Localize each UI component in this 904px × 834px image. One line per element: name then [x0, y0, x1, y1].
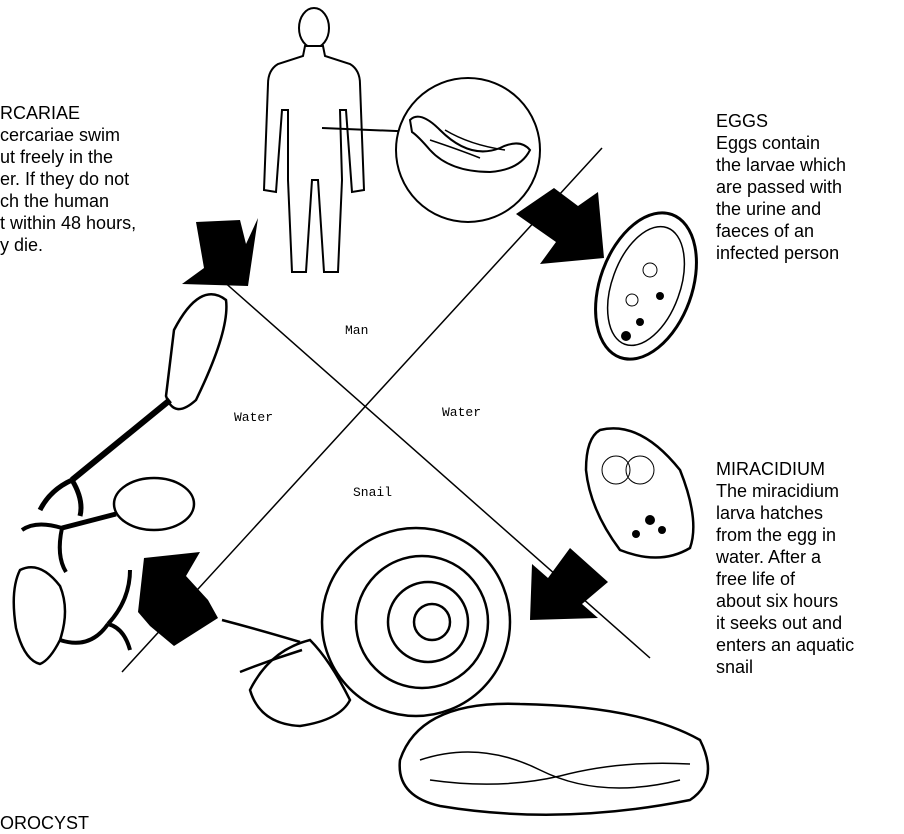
eggs-line: infected person: [716, 242, 846, 264]
eggs-line: Eggs contain: [716, 132, 846, 154]
cercariae-line: cercariae swim: [0, 124, 136, 146]
miracidium-line: from the egg in: [716, 524, 854, 546]
miracidium-description: MIRACIDIUM The miracidium larva hatches …: [716, 458, 854, 678]
miracidium-line: about six hours: [716, 590, 854, 612]
zone-label-snail: Snail: [353, 485, 392, 500]
cercariae-line: y die.: [0, 234, 136, 256]
zone-label-man: Man: [345, 323, 368, 338]
arrow-to-miracidium-snail-icon: [530, 548, 608, 620]
cercariae-line: er. If they do not: [0, 168, 136, 190]
arrow-to-eggs-icon: [516, 188, 604, 264]
miracidium-line: snail: [716, 656, 854, 678]
miracidium-line: enters an aquatic: [716, 634, 854, 656]
sporocyst-title: OROCYST: [0, 812, 89, 834]
miracidium-title: MIRACIDIUM: [716, 458, 854, 480]
human-figure-icon: [264, 8, 364, 272]
snail-icon: [222, 528, 510, 726]
miracidium-line: free life of: [716, 568, 854, 590]
adult-worm-circle: [396, 78, 540, 222]
eggs-line: the urine and: [716, 198, 846, 220]
zone-label-water-right: Water: [442, 405, 481, 420]
arrow-to-human-icon: [182, 218, 258, 286]
arrow-to-cercariae-icon: [138, 552, 218, 646]
cercariae-description: RCARIAE cercariae swim ut freely in the …: [0, 102, 136, 256]
eggs-line: are passed with: [716, 176, 846, 198]
miracidium-line: larva hatches: [716, 502, 854, 524]
cercariae-title: RCARIAE: [0, 102, 136, 124]
eggs-description: EGGS Eggs contain the larvae which are p…: [716, 110, 846, 264]
cercariae-line: ut freely in the: [0, 146, 136, 168]
miracidium-icon: [586, 428, 693, 557]
eggs-line: faeces of an: [716, 220, 846, 242]
miracidium-line: The miracidium: [716, 480, 854, 502]
miracidium-line: it seeks out and: [716, 612, 854, 634]
miracidium-line: water. After a: [716, 546, 854, 568]
zone-label-water-left: Water: [234, 410, 273, 425]
eggs-title: EGGS: [716, 110, 846, 132]
sporocyst-icon: [400, 704, 708, 815]
cercaria-small-icon: [14, 567, 130, 664]
cercariae-line: t within 48 hours,: [0, 212, 136, 234]
cercariae-line: ch the human: [0, 190, 136, 212]
eggs-line: the larvae which: [716, 154, 846, 176]
